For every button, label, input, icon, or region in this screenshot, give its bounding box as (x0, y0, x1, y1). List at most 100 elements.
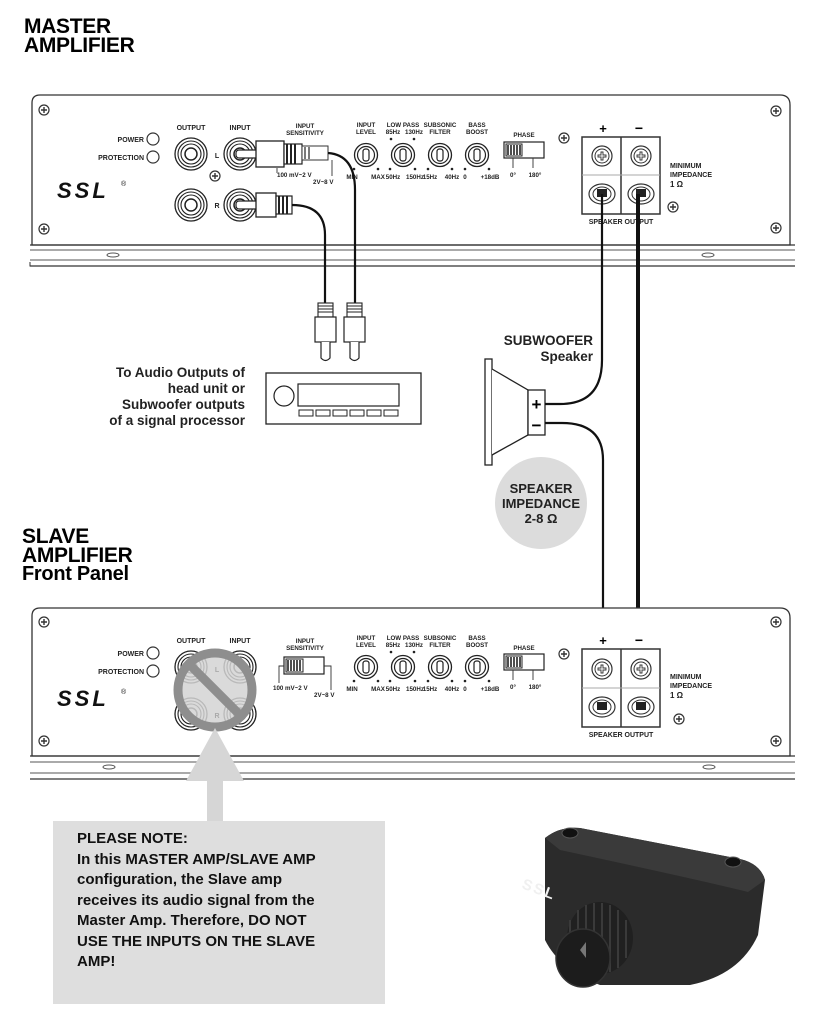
slave-phase-180-label: 180° (529, 684, 542, 691)
channel-left-label: L (215, 153, 220, 160)
screw-icon (38, 223, 50, 235)
slave-speaker-output-label: SPEAKER OUTPUT (589, 732, 654, 739)
slave-input-level-min: MIN (346, 686, 358, 693)
slave-min-impedance-label-2: IMPEDANCE (670, 683, 712, 690)
slave-input-sensitivity-label-1: INPUT (296, 638, 315, 645)
minus-terminal-screw[interactable] (630, 145, 652, 167)
bass-boost-label-1: BASS (468, 122, 485, 129)
output-right-jack[interactable] (174, 188, 208, 222)
screw-icon (770, 735, 782, 747)
slave-input-level-knob[interactable] (353, 654, 379, 680)
note-line: USE THE INPUTS ON THE SLAVE (77, 932, 316, 950)
slave-low-pass-85hz: 85Hz (386, 642, 400, 649)
slave-plus-terminal-socket[interactable] (588, 696, 616, 718)
caption-line: of a signal processor (109, 413, 245, 428)
slave-heading-line3: Front Panel (22, 563, 129, 585)
slave-sensitivity-high-label: 2V~8 V (314, 692, 335, 699)
input-level-knob[interactable] (353, 142, 379, 168)
phase-0-label: 0° (510, 172, 516, 179)
minus-label: − (635, 120, 643, 136)
sensitivity-low-label: 100 mV~2 V (277, 172, 312, 179)
subsonic-knob[interactable] (427, 142, 453, 168)
screw-icon (770, 616, 782, 628)
slave-subsonic-max: 40Hz (445, 686, 459, 693)
impedance-value: 2-8 Ω (524, 510, 558, 526)
output-label: OUTPUT (177, 125, 207, 132)
rca-plug-right (235, 192, 293, 218)
caption-line: To Audio Outputs of (116, 365, 245, 380)
slave-low-pass-label: LOW PASS (387, 635, 420, 642)
subsonic-label-1: SUBSONIC (424, 122, 457, 129)
speaker-wire-positive-master (545, 194, 604, 406)
power-label: POWER (118, 137, 144, 144)
slave-bass-boost-max: +18dB (481, 686, 500, 693)
slave-plus-label: + (599, 633, 607, 648)
slave-low-pass-knob[interactable] (390, 654, 416, 680)
slave-minus-terminal-screw[interactable] (630, 658, 652, 680)
slave-minus-label: − (635, 632, 643, 648)
screw-icon (38, 104, 50, 116)
slave-subsonic-knob[interactable] (427, 654, 453, 680)
subsonic-knob-group: SUBSONIC FILTER 15Hz 40Hz (423, 122, 459, 181)
slave-channel-right-label: R (214, 713, 219, 720)
note-line: Master Amp. Therefore, DO NOT (77, 912, 307, 929)
sensitivity-high-label: 2V~8 V (313, 179, 334, 186)
rca-cable-right (291, 203, 327, 305)
prohibited-icon (173, 648, 257, 732)
slave-registered-mark: ® (121, 688, 127, 696)
slave-phase-0-label: 0° (510, 684, 516, 691)
bass-boost-label-2: BOOST (466, 129, 488, 136)
slave-power-led-icon (146, 646, 160, 660)
bass-boost-max: +18dB (481, 174, 500, 181)
speaker-impedance-badge: SPEAKER IMPEDANCE 2-8 Ω (495, 457, 587, 549)
note-line: receives its audio signal from the (77, 891, 315, 909)
note-line: configuration, the Slave amp (77, 871, 283, 888)
slave-low-pass-min: 50Hz (386, 686, 400, 693)
speaker-wire-to-slave-positive (545, 421, 605, 640)
subwoofer-minus: − (532, 416, 542, 435)
low-pass-knob[interactable] (390, 142, 416, 168)
please-note-box: PLEASE NOTE: In this MASTER AMP/SLAVE AM… (53, 821, 385, 1004)
subwoofer-label: SUBWOOFER Speaker (480, 333, 593, 365)
bass-boost-knob[interactable] (464, 142, 490, 168)
low-pass-min: 50Hz (386, 174, 400, 181)
screw-icon (209, 170, 221, 182)
slave-minus-terminal-socket[interactable] (627, 696, 655, 718)
master-heading-line2: AMPLIFIER (24, 34, 135, 57)
subwoofer-plus: + (532, 395, 542, 414)
plus-label: + (599, 121, 607, 136)
min-impedance-label-1: MINIMUM (670, 163, 702, 170)
rca-plug-left (235, 140, 329, 168)
screw-icon (558, 648, 570, 660)
min-impedance-label-2: IMPEDANCE (670, 172, 712, 179)
input-sensitivity-label-2: SENSITIVITY (286, 130, 325, 137)
slave-sensitivity-low-label: 100 mV~2 V (273, 685, 308, 692)
subwoofer-label-line2: Speaker (540, 349, 593, 364)
note-title: PLEASE NOTE: (77, 830, 188, 847)
input-level-knob-group: INPUT LEVEL MIN MAX (346, 122, 385, 181)
remote-knob[interactable] (555, 928, 611, 988)
low-pass-knob-group: LOW PASS 85Hz 130Hz 50Hz 150Hz (386, 122, 424, 181)
slave-input-level-label-2: LEVEL (356, 642, 376, 649)
protection-led-icon (146, 150, 160, 164)
low-pass-label: LOW PASS (387, 122, 420, 129)
note-line: AMP! (77, 953, 116, 970)
slave-plus-terminal-screw[interactable] (591, 658, 613, 680)
minus-terminal-socket[interactable] (627, 183, 655, 205)
slave-protection-led-icon (146, 664, 160, 678)
slave-output-label: OUTPUT (177, 638, 207, 645)
slave-min-impedance-label-1: MINIMUM (670, 674, 702, 681)
slave-bass-boost-knob[interactable] (464, 654, 490, 680)
subsonic-label-2: FILTER (429, 129, 451, 136)
plus-terminal-screw[interactable] (591, 145, 613, 167)
head-unit-caption: To Audio Outputs of head unit or Subwoof… (60, 365, 245, 429)
slave-amplifier-heading: SLAVE AMPLIFIER Front Panel (22, 526, 133, 585)
input-level-min: MIN (346, 174, 358, 181)
ssl-logo: SSL (57, 178, 109, 203)
slave-ssl-logo: SSL (57, 686, 109, 711)
speaker-output-block: + − SPEAKER OUTPUT MINIMUM IMPEDANCE 1 Ω (581, 120, 712, 226)
display-icon (297, 383, 400, 407)
input-sensitivity-label-1: INPUT (296, 123, 315, 130)
output-left-jack[interactable] (174, 137, 208, 171)
